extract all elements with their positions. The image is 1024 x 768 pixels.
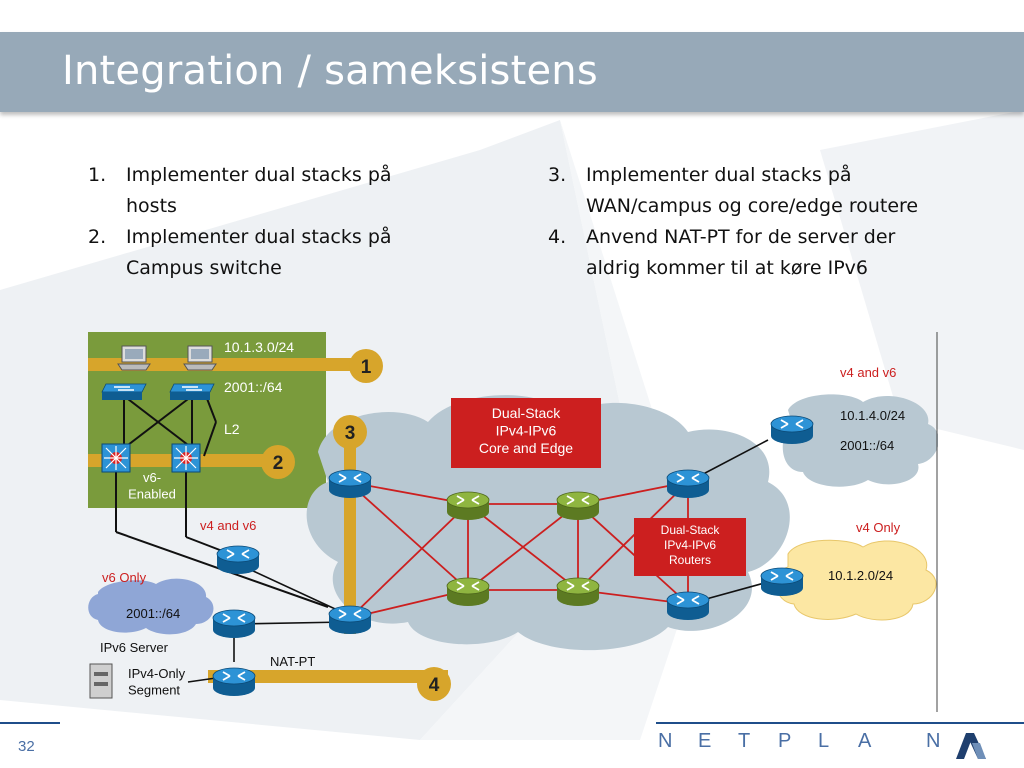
label-line: IPv4-IPv6 <box>496 423 557 439</box>
router-icon <box>212 667 256 697</box>
brand-wordmark: N E T P L A N <box>658 730 966 753</box>
brand-letter: E <box>698 730 712 752</box>
v6-enabled-label: v6-Enabled <box>128 470 176 501</box>
step-marker: 2 <box>261 445 295 479</box>
router-icon <box>770 415 814 445</box>
cloud-v4only <box>775 539 937 621</box>
core-router-icon <box>556 577 600 607</box>
l3-switch-icon <box>171 443 201 473</box>
brand-letter: P <box>778 730 792 752</box>
label-line: Core and Edge <box>479 440 573 456</box>
page-number: 32 <box>18 738 35 755</box>
svg-text:4: 4 <box>429 675 440 696</box>
v4only-label: v4 Only <box>856 520 901 535</box>
network-diagram: 1 2 3 4 10.1.3.0/24 2001::/64 L2 v6-Enab… <box>88 332 938 712</box>
router-icon <box>328 605 372 635</box>
pc-icon <box>117 345 151 371</box>
netplan-logo-icon <box>956 733 986 759</box>
list-item: 2. Implementer dual stacks på Campus swi… <box>88 222 428 284</box>
label-line: Dual-Stack <box>661 523 721 537</box>
list-text: Implementer dual stacks på hosts <box>126 164 392 217</box>
step-marker: 1 <box>349 349 383 383</box>
brand-letter: A <box>858 730 872 752</box>
campus-v4-label: 10.1.3.0/24 <box>224 339 294 355</box>
list-number: 4. <box>548 226 567 248</box>
brand-letter: N <box>926 730 941 752</box>
v6only-label: v6 Only <box>102 570 147 585</box>
cloud-top-v4-label: 10.1.4.0/24 <box>840 408 905 423</box>
switch-icon <box>101 383 147 401</box>
list-number: 3. <box>548 164 567 186</box>
pc-icon <box>183 345 217 371</box>
stripe-4 <box>208 670 448 683</box>
l2-label: L2 <box>224 421 240 437</box>
ipv6-server-label: IPv6 Server <box>100 640 169 655</box>
cloud-v4only-label: 10.1.2.0/24 <box>828 568 893 583</box>
core-box <box>451 398 601 468</box>
footer-line-right <box>656 722 1024 724</box>
label-line: Routers <box>669 553 711 567</box>
list-number: 2. <box>88 226 107 248</box>
brand-letter: L <box>818 730 830 752</box>
l3-switch-icon <box>101 443 131 473</box>
campus-v6-label: 2001::/64 <box>224 379 283 395</box>
list-text: Implementer dual stacks på Campus switch… <box>126 226 392 279</box>
cloud-top-v6-label: 2001::/64 <box>840 438 894 453</box>
v4v6-left-label: v4 and v6 <box>200 518 256 533</box>
routers-box <box>634 518 746 576</box>
label-line: IPv4-IPv6 <box>664 538 716 552</box>
router-icon <box>328 469 372 499</box>
router-icon <box>666 469 710 499</box>
slide-title: Integration / sameksistens <box>62 48 598 94</box>
label-line: Dual-Stack <box>492 405 561 421</box>
svg-text:2: 2 <box>273 453 284 474</box>
cloud-v6only-label: 2001::/64 <box>126 606 180 621</box>
switch-icon <box>169 383 215 401</box>
cloud-v6only <box>88 578 214 635</box>
label-line: Segment <box>128 682 180 697</box>
label-line: v6- <box>143 470 161 485</box>
brand-letter: T <box>738 730 751 752</box>
server-icon <box>89 663 113 699</box>
step-marker: 4 <box>417 667 451 701</box>
router-icon <box>760 567 804 597</box>
brand-letter: N <box>658 730 673 752</box>
list-item: 3. Implementer dual stacks på WAN/campus… <box>548 160 948 222</box>
core-router-icon <box>446 577 490 607</box>
router-icon <box>212 609 256 639</box>
list-right: 3. Implementer dual stacks på WAN/campus… <box>548 160 948 284</box>
label-line: IPv4-Only <box>128 666 186 681</box>
title-bar <box>0 32 1024 112</box>
router-icon <box>666 591 710 621</box>
svg-text:1: 1 <box>361 357 372 378</box>
footer-line-left <box>0 722 60 724</box>
list-left: 1. Implementer dual stacks på hosts 2. I… <box>88 160 428 284</box>
svg-text:3: 3 <box>345 423 356 444</box>
stripe-1 <box>88 358 378 371</box>
list-item: 4. Anvend NAT-PT for de server der aldri… <box>548 222 948 284</box>
router-icon <box>216 545 260 575</box>
list-number: 1. <box>88 164 107 186</box>
cloud-top-right <box>782 394 938 487</box>
natpt-label: NAT-PT <box>270 654 315 669</box>
label-line: Enabled <box>128 486 176 501</box>
list-text: Anvend NAT-PT for de server der aldrig k… <box>586 226 896 279</box>
core-router-icon <box>446 491 490 521</box>
v4v6-right-label: v4 and v6 <box>840 365 896 380</box>
list-text: Implementer dual stacks på WAN/campus og… <box>586 164 919 217</box>
list-item: 1. Implementer dual stacks på hosts <box>88 160 428 222</box>
core-router-icon <box>556 491 600 521</box>
step-marker: 3 <box>333 415 367 449</box>
